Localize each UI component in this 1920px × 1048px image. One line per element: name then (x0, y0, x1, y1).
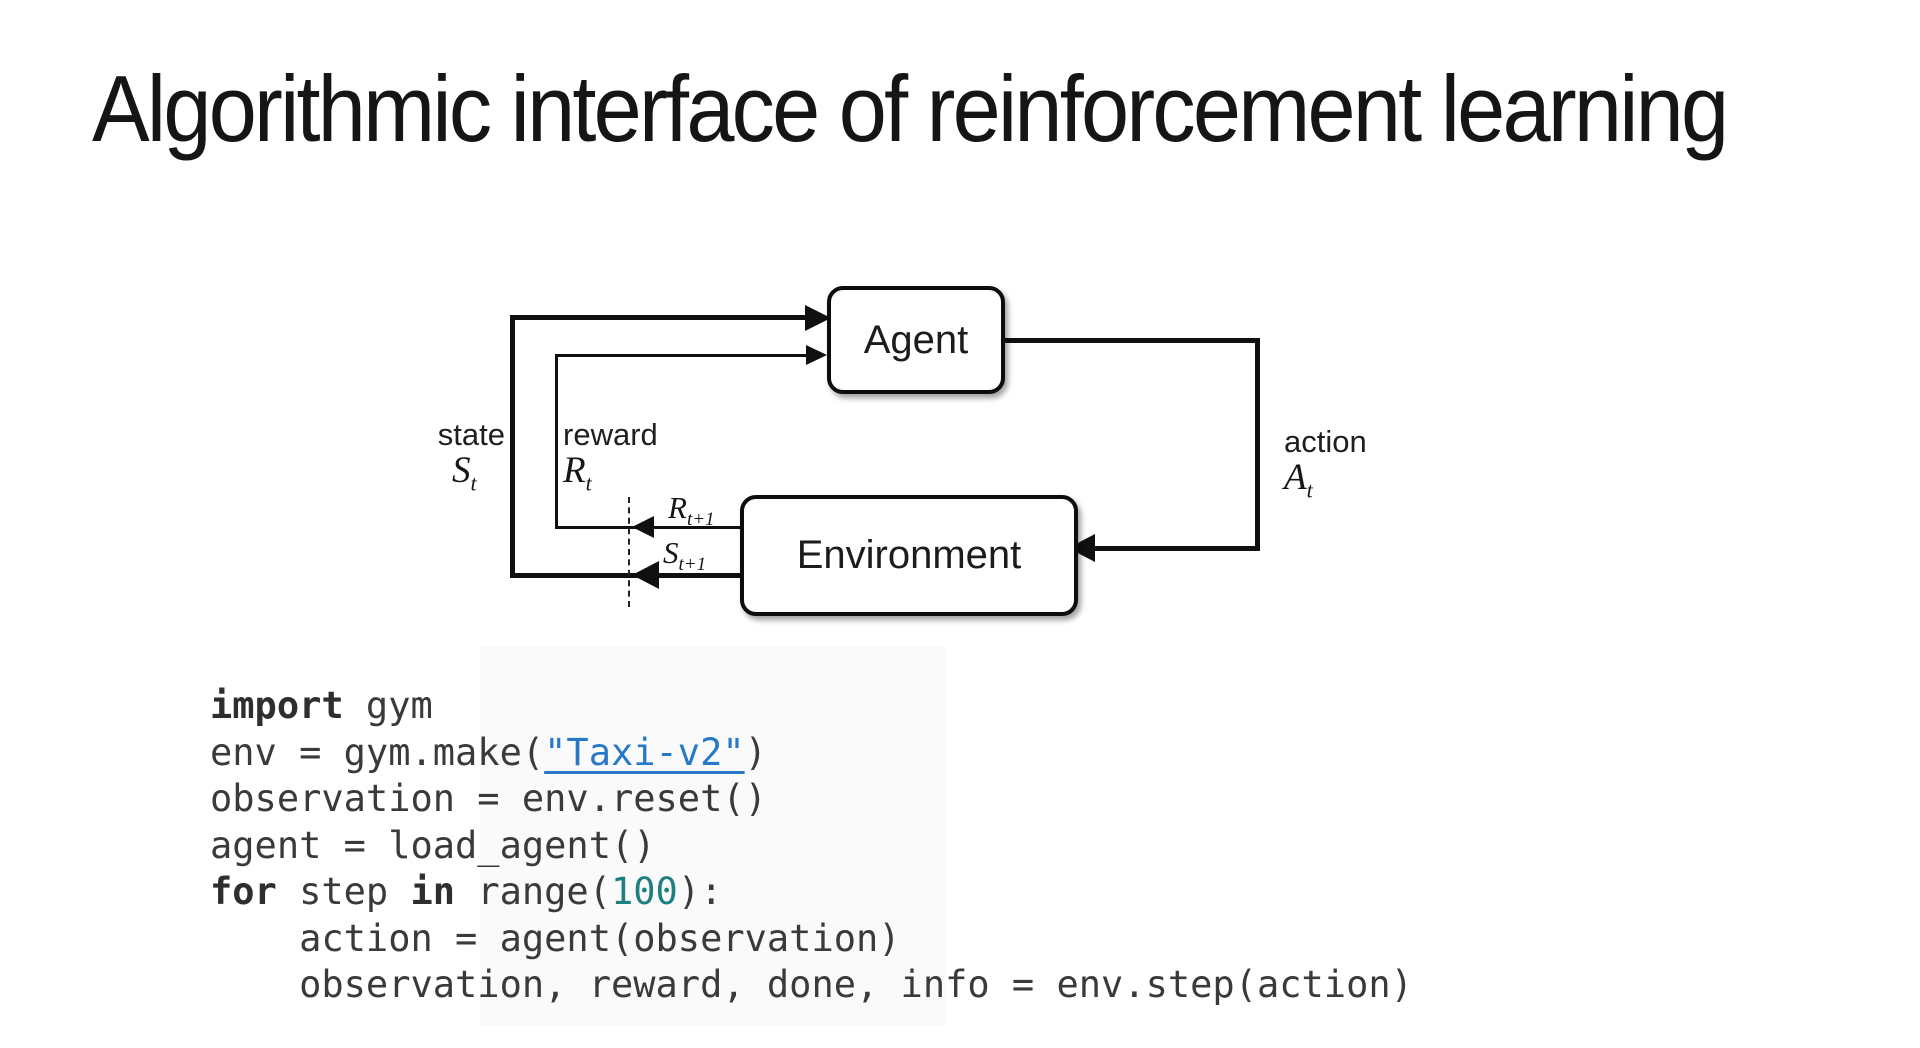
arrowhead-state-into-agent-icon (805, 305, 831, 331)
code-line-4: agent = load_agent() (210, 823, 1413, 870)
state-line-top (510, 315, 810, 320)
code-token-kw: in (410, 870, 456, 913)
reward-line-left (555, 354, 558, 529)
code-token-plain: ): (677, 870, 723, 913)
code-token-plain: range( (455, 870, 611, 913)
code-token-plain: ) (744, 730, 767, 774)
code-line-3: observation = env.reset() (210, 776, 1413, 823)
code-token-kw: import (210, 684, 344, 727)
arrowhead-reward-next-icon (632, 516, 654, 538)
arrowhead-reward-into-agent-icon (806, 345, 827, 365)
state-line-left (510, 315, 515, 578)
code-token-plain: step (276, 870, 411, 913)
code-token-plain: action = agent(observation) (210, 916, 901, 960)
action-line-bottom (1072, 546, 1260, 551)
environment-box: Environment (740, 495, 1078, 616)
code-token-plain: observation, reward, done, info = env.st… (210, 963, 1413, 1006)
slide-title: Algorithmic interface of reinforcement l… (92, 56, 1729, 161)
state-word-label: state (437, 417, 505, 452)
code-screenshot-backdrop (480, 645, 945, 1025)
action-symbol-label: At (1284, 457, 1313, 503)
timestep-dashed-line (628, 497, 630, 607)
state-line-bottom (510, 573, 740, 578)
code-token-kw: for (210, 870, 277, 913)
agent-box-label: Agent (863, 317, 969, 362)
code-line-5: for step in range(100): (210, 869, 1413, 916)
code-token-plain: env = gym.make( (210, 730, 545, 774)
code-line-2: env = gym.make("Taxi-v2") (210, 730, 1413, 777)
state-next-symbol-label: St+1 (663, 535, 707, 576)
reward-word-label: reward (563, 417, 658, 452)
reward-next-symbol-label: Rt+1 (668, 490, 715, 531)
action-word-label: action (1284, 424, 1367, 459)
state-symbol-label: St (452, 450, 477, 496)
code-token-plain: observation = env.reset() (210, 777, 767, 820)
code-token-plain: gym (343, 684, 433, 727)
code-line-1: import gym (210, 683, 1413, 730)
action-line-top (997, 338, 1260, 343)
code-line-6: action = agent(observation) (210, 916, 1413, 963)
action-line-right (1255, 338, 1260, 551)
code-token-num: 100 (610, 870, 678, 913)
code-env-id-link[interactable]: "Taxi-v2" (544, 730, 745, 774)
reward-symbol-label: Rt (563, 450, 592, 496)
code-line-7: observation, reward, done, info = env.st… (210, 962, 1413, 1009)
code-token-plain: agent = load_agent() (210, 823, 656, 867)
reward-line-top (555, 354, 807, 357)
arrowhead-state-next-icon (632, 561, 659, 589)
environment-box-label: Environment (796, 533, 1022, 577)
agent-box: Agent (827, 286, 1005, 394)
